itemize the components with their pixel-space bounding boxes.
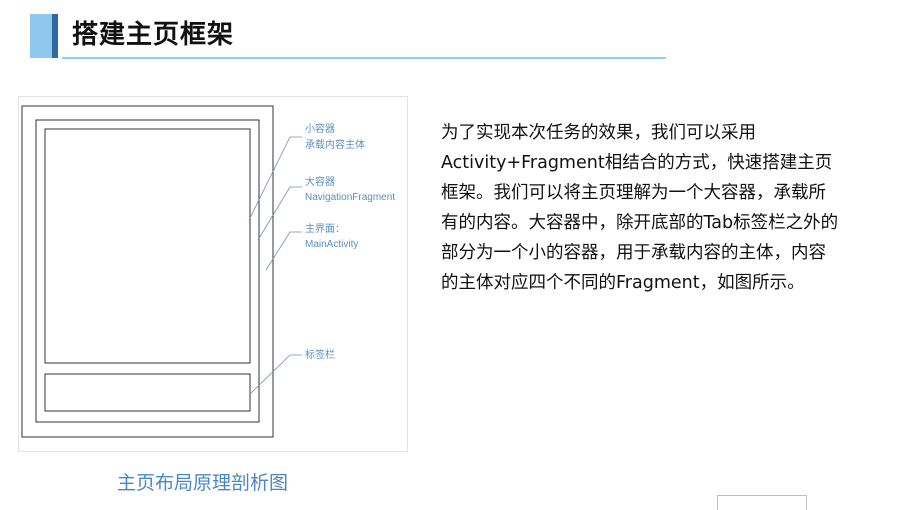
description-line: 为了实现本次任务的效果，我们可以采用 bbox=[441, 123, 756, 143]
title-accent-bar-dark bbox=[52, 14, 58, 58]
label-small-container-line1: 小容器 bbox=[305, 122, 335, 135]
description-line: Activity+Fragment相结合的方式，快速搭建主页 bbox=[441, 153, 833, 173]
description-line: 部分为一个小的容器，用于承载内容的主体，内容 bbox=[441, 243, 826, 263]
title-accent-bar bbox=[30, 14, 56, 58]
leader-line-small-container bbox=[248, 136, 302, 221]
tab-bar-box bbox=[44, 373, 251, 412]
leader-line-tab-bar bbox=[248, 354, 302, 396]
slide-title: 搭建主页框架 bbox=[72, 20, 235, 50]
leader-line-main-interface bbox=[265, 231, 302, 271]
description-paragraph: 为了实现本次任务的效果，我们可以采用 Activity+Fragment相结合的… bbox=[441, 118, 919, 298]
leader-line-large-container bbox=[257, 186, 302, 241]
label-large-container-line2: NavigationFragment bbox=[305, 192, 395, 203]
label-main-interface-line1: 主界面： bbox=[305, 223, 345, 235]
description-line: 的主体对应四个不同的Fragment，如图所示。 bbox=[441, 273, 805, 293]
description-line: 框架。我们可以将主页理解为一个大容器，承载所 bbox=[441, 183, 826, 203]
label-main-interface-line2: MainActivity bbox=[305, 239, 358, 250]
title-underline bbox=[62, 57, 666, 59]
small-container-box bbox=[44, 128, 251, 364]
description-line: 有的内容。大容器中，除开底部的Tab标签栏之外的 bbox=[441, 213, 839, 233]
diagram-caption: 主页布局原理剖析图 bbox=[117, 472, 289, 494]
label-small-container-line2: 承载内容主体 bbox=[305, 138, 365, 151]
label-large-container-line1: 大容器 bbox=[305, 175, 335, 188]
slide-nav-box[interactable] bbox=[717, 495, 807, 510]
label-tab-bar: 标签栏 bbox=[305, 348, 335, 361]
